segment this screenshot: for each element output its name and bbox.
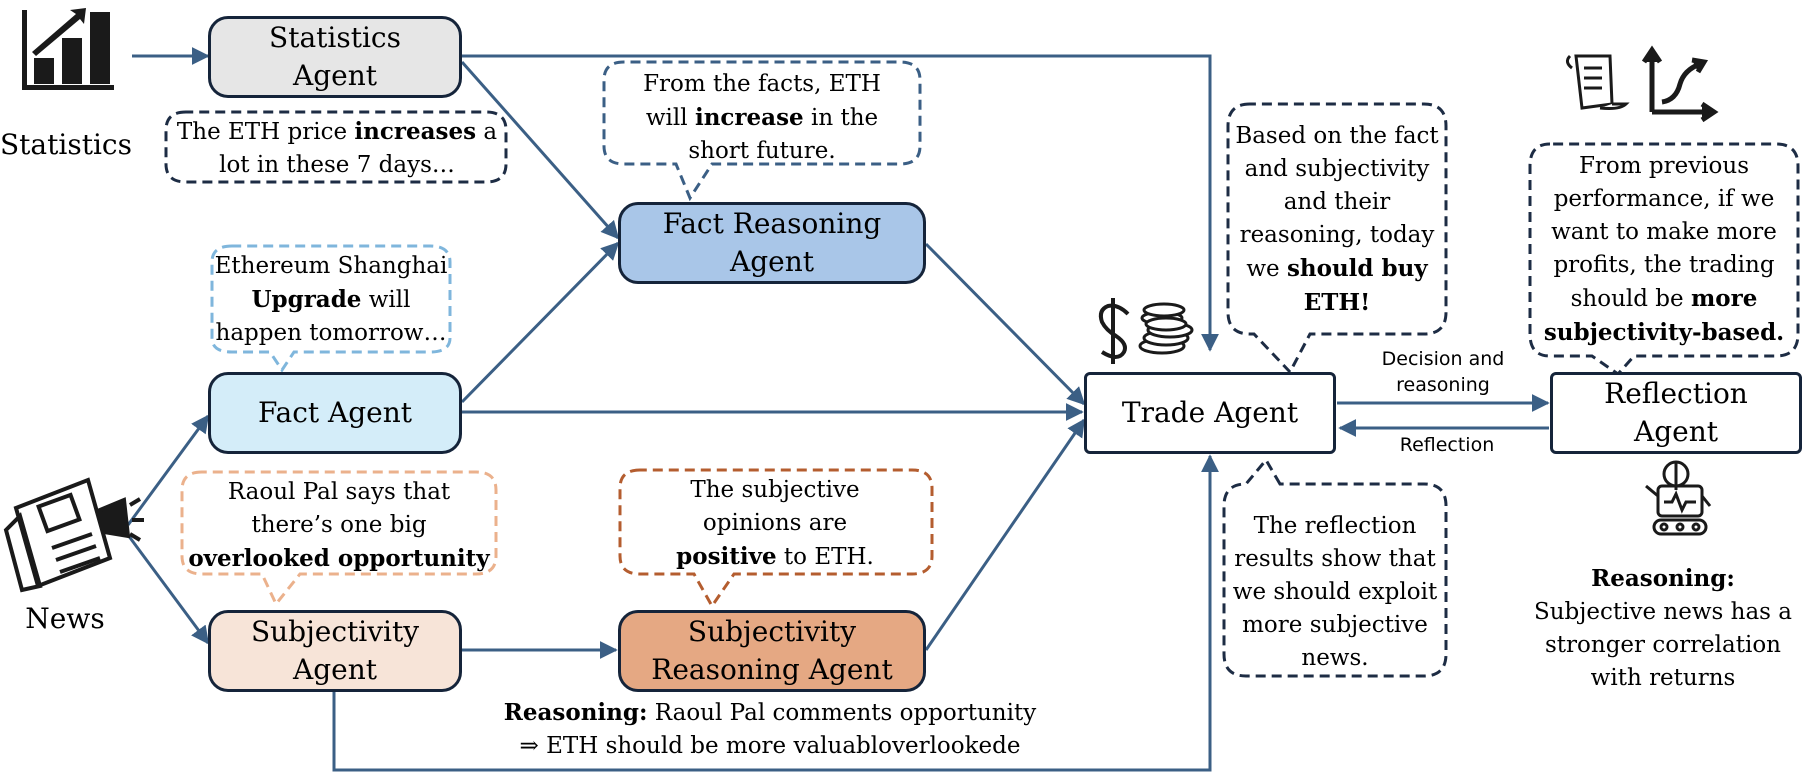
arrow-subjectivity-to-trade bbox=[332, 454, 1219, 772]
coins-icon bbox=[1138, 302, 1194, 355]
dollar-icon bbox=[1098, 298, 1130, 364]
bubble-tradedecision-outline bbox=[1226, 102, 1448, 375]
fact-agent-box: Fact Agent bbox=[208, 372, 462, 454]
bubble-subjective-pre: Raoul Pal says that there’s one big bbox=[227, 479, 451, 538]
arrow-factreasoning-to-trade bbox=[924, 242, 1086, 406]
reflection-note-label: Reasoning: bbox=[1591, 565, 1735, 592]
arrow-fact-to-factreasoning bbox=[460, 241, 620, 404]
bubble-subjective-bold: overlooked opportunity bbox=[188, 545, 490, 572]
bubble-stats-pre: The ETH price bbox=[176, 119, 355, 145]
subjectivity-note-label: Reasoning: bbox=[503, 699, 648, 726]
statistics-label: Statistics bbox=[0, 128, 132, 161]
trade-agent-box: Trade Agent bbox=[1084, 372, 1336, 454]
bubble-subjreasoning-bold: positive bbox=[676, 543, 777, 570]
bubble-subjreasoning-text: The subjective opinions are positive to … bbox=[660, 474, 890, 574]
statistics-agent-line2: Agent bbox=[293, 59, 377, 92]
arrow-news-to-subjectivity bbox=[126, 534, 210, 645]
bubble-fact-pre: Ethereum Shanghai bbox=[214, 253, 448, 279]
reflection-edge-label: Reflection bbox=[1399, 434, 1495, 456]
bubble-stats-post: a lot in these 7 days… bbox=[219, 119, 498, 178]
bubble-factreasoning-bold: increase bbox=[694, 104, 804, 131]
fact-reasoning-line2: Agent bbox=[729, 245, 814, 278]
bubble-fact-post: will happen tomorrow… bbox=[215, 287, 447, 346]
bubble-fact-outline bbox=[210, 244, 452, 373]
bubble-subjreasoning-post: to ETH. bbox=[776, 544, 874, 570]
bubble-tradedecision-bold: should buy ETH! bbox=[1286, 255, 1428, 316]
bubble-tradedecision-text: Based on the fact and subjectivity and t… bbox=[1232, 120, 1442, 320]
reflection-agent-line2: Agent bbox=[1634, 415, 1718, 448]
bubble-subjreasoning-outline bbox=[618, 468, 934, 609]
subj-reasoning-line1: Subjectivity bbox=[687, 615, 857, 648]
reflection-reasoning-note: Reasoning: Subjective news has a stronge… bbox=[1530, 562, 1796, 695]
growth-arrow-icon bbox=[1641, 45, 1719, 123]
fact-agent-label: Fact Agent bbox=[257, 396, 413, 429]
reflection-agent-line1: Reflection bbox=[1604, 377, 1748, 410]
bubble-reflectionadvice-text: From previous performance, if we want to… bbox=[1534, 150, 1794, 350]
bubble-reflectionresult-outline bbox=[1222, 457, 1448, 678]
bubble-subjective-outline bbox=[180, 470, 498, 607]
bubble-tradedecision-pre: Based on the fact and subjectivity and t… bbox=[1235, 123, 1439, 282]
bubble-reflectionadvice-pre: From previous performance, if we want to… bbox=[1551, 153, 1777, 312]
bubble-factreasoning-post: in the short future. bbox=[688, 105, 879, 164]
arrow-statistics-to-factreasoning bbox=[460, 61, 620, 240]
arrow-statistics-to-trade bbox=[462, 54, 1219, 352]
bubble-fact-text: Ethereum Shanghai Upgrade will happen to… bbox=[214, 250, 448, 350]
bubble-reflectionresult-text: The reflection results show that we shou… bbox=[1230, 510, 1440, 675]
scroll-icon bbox=[1565, 54, 1630, 110]
bubble-subjreasoning-pre: The subjective opinions are bbox=[690, 477, 860, 536]
arrow-subjreasoning-to-trade bbox=[924, 418, 1086, 651]
bubble-subjective-text: Raoul Pal says that there’s one big over… bbox=[184, 476, 494, 576]
bubble-reflectionadvice-bold: more subjectivity-based. bbox=[1543, 285, 1785, 346]
bubble-factreasoning-pre: From the facts, ETH will bbox=[643, 71, 881, 131]
statistics-agent-line1: Statistics bbox=[269, 21, 401, 54]
reflection-note-text: Subjective news has a stronger correlati… bbox=[1533, 599, 1792, 691]
bubble-reflectionresult-pre: The reflection results show that we shou… bbox=[1232, 513, 1438, 671]
bubble-stats-outline bbox=[164, 110, 508, 184]
fact-reasoning-line1: Fact Reasoning bbox=[662, 207, 882, 240]
subjectivity-note-line2: ⇒ ETH should be more valuabloverlookede bbox=[519, 733, 1021, 759]
subj-reasoning-line2: Reasoning Agent bbox=[651, 653, 893, 686]
arrow-news-to-fact bbox=[126, 414, 210, 526]
bar-chart-icon bbox=[22, 8, 114, 90]
news-label: News bbox=[25, 602, 105, 635]
subjectivity-reasoning-note: Reasoning: Raoul Pal comments opportunit… bbox=[460, 696, 1080, 763]
decision-edge-label: Decision and reasoning bbox=[1381, 348, 1505, 396]
bubble-factreasoning-outline bbox=[602, 60, 922, 202]
bubble-reflectionadvice-outline bbox=[1528, 142, 1800, 376]
trade-agent-label: Trade Agent bbox=[1121, 396, 1299, 429]
robot-icon bbox=[1645, 460, 1712, 536]
bubble-stats-text: The ETH price increases a lot in these 7… bbox=[172, 115, 502, 182]
subjectivity-note-line1: Raoul Pal comments opportunity bbox=[647, 700, 1037, 726]
bubble-factreasoning-text: From the facts, ETH will increase in the… bbox=[632, 68, 892, 168]
subjectivity-agent-line2: Agent bbox=[293, 653, 377, 686]
bubble-fact-bold: Upgrade bbox=[251, 286, 362, 313]
newspaper-icon bbox=[3, 477, 144, 593]
subjectivity-agent-line1: Subjectivity bbox=[250, 615, 420, 648]
bubble-stats-bold: increases bbox=[354, 118, 477, 145]
